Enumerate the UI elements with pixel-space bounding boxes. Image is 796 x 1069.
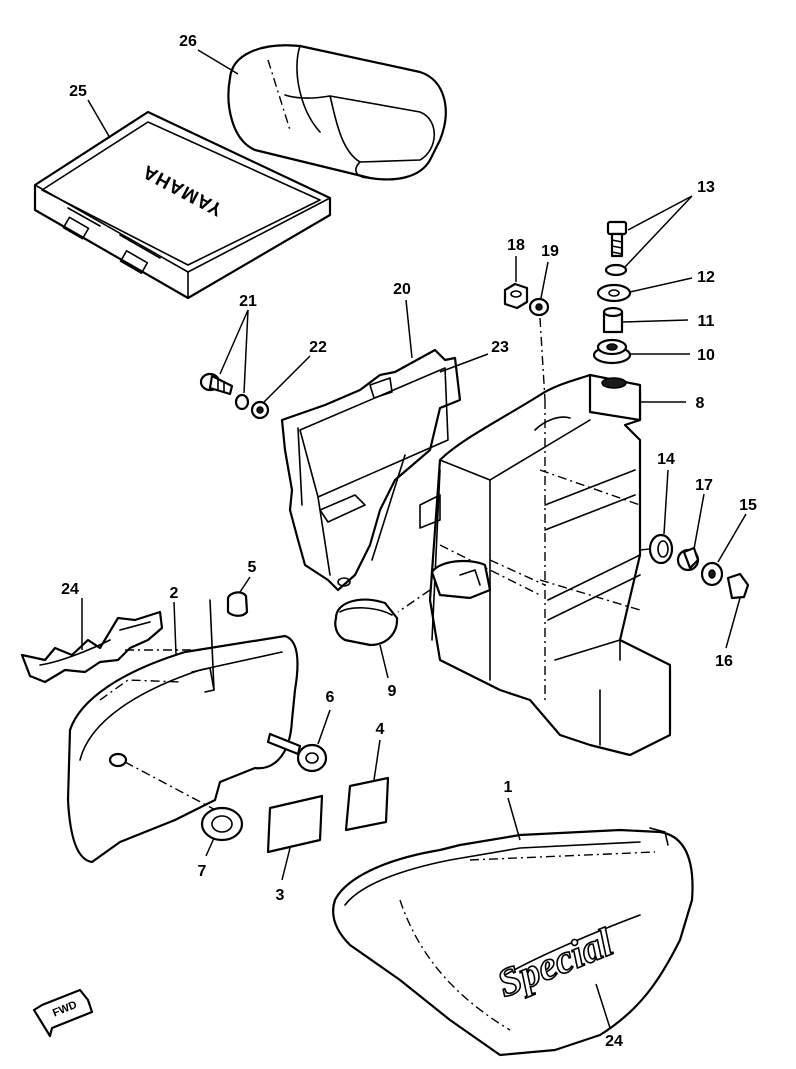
callout-labels: 26 25 13 12 11 10 8 18 19 20 23 21 22 14… xyxy=(61,33,757,1050)
battery-case-connector xyxy=(430,559,492,600)
callout-26: 26 xyxy=(179,33,197,50)
part-11-collar xyxy=(602,306,624,334)
callout-25: 25 xyxy=(69,83,87,100)
callout-17: 17 xyxy=(695,477,713,494)
callout-5: 5 xyxy=(248,559,257,576)
callout-15: 15 xyxy=(739,497,757,514)
part-20-bracket xyxy=(280,348,462,592)
part-18-nut xyxy=(503,282,529,310)
leader-lines xyxy=(81,49,747,1029)
callout-14: 14 xyxy=(657,451,675,468)
part-22-washer xyxy=(250,400,270,420)
callout-10: 10 xyxy=(697,347,715,364)
part-9-cap xyxy=(334,598,399,647)
callout-3: 3 xyxy=(276,887,285,904)
part-4-label xyxy=(344,776,390,832)
part-3-label xyxy=(266,794,324,854)
part-25-control-unit: YAMAHA xyxy=(33,110,332,300)
callout-24-left: 24 xyxy=(61,581,79,598)
callout-4: 4 xyxy=(376,721,385,738)
part-6-bolt-grommet xyxy=(266,732,328,773)
callout-11: 11 xyxy=(698,313,715,330)
part-24-emblem-strip xyxy=(20,610,164,684)
part-1-right-cover: Special xyxy=(332,827,694,1057)
callout-7: 7 xyxy=(198,863,207,880)
callout-20: 20 xyxy=(393,281,411,298)
part-19-washer xyxy=(528,297,550,317)
part-13-bolt xyxy=(604,220,628,277)
callout-19: 19 xyxy=(541,243,559,260)
callout-2: 2 xyxy=(170,585,179,602)
callout-23: 23 xyxy=(491,339,509,356)
part-8-battery-case xyxy=(419,373,672,757)
part-10-grommet xyxy=(592,338,632,365)
callout-8: 8 xyxy=(696,395,705,412)
part-5-clip xyxy=(226,591,249,617)
callout-21: 21 xyxy=(239,293,257,310)
callout-1: 1 xyxy=(504,779,513,796)
callout-12: 12 xyxy=(697,269,715,286)
callout-22: 22 xyxy=(309,339,327,356)
callout-13: 13 xyxy=(697,179,715,196)
callout-16: 16 xyxy=(715,653,733,670)
callout-18: 18 xyxy=(507,237,525,254)
part-7-grommet xyxy=(200,806,244,842)
part-26-air-duct xyxy=(227,44,447,181)
callout-9: 9 xyxy=(388,683,397,700)
part-16-bolt xyxy=(726,572,750,600)
part-17-collar xyxy=(676,546,700,572)
callout-6: 6 xyxy=(326,689,335,706)
part-21-bolt xyxy=(199,372,250,411)
part-14-grommet xyxy=(648,533,674,565)
part-15-washer xyxy=(700,561,724,587)
fwd-arrow-icon: FWD xyxy=(32,988,94,1038)
callout-24-right: 24 xyxy=(605,1033,623,1050)
part-12-washer xyxy=(596,283,632,303)
part-2-left-cover xyxy=(66,599,299,864)
